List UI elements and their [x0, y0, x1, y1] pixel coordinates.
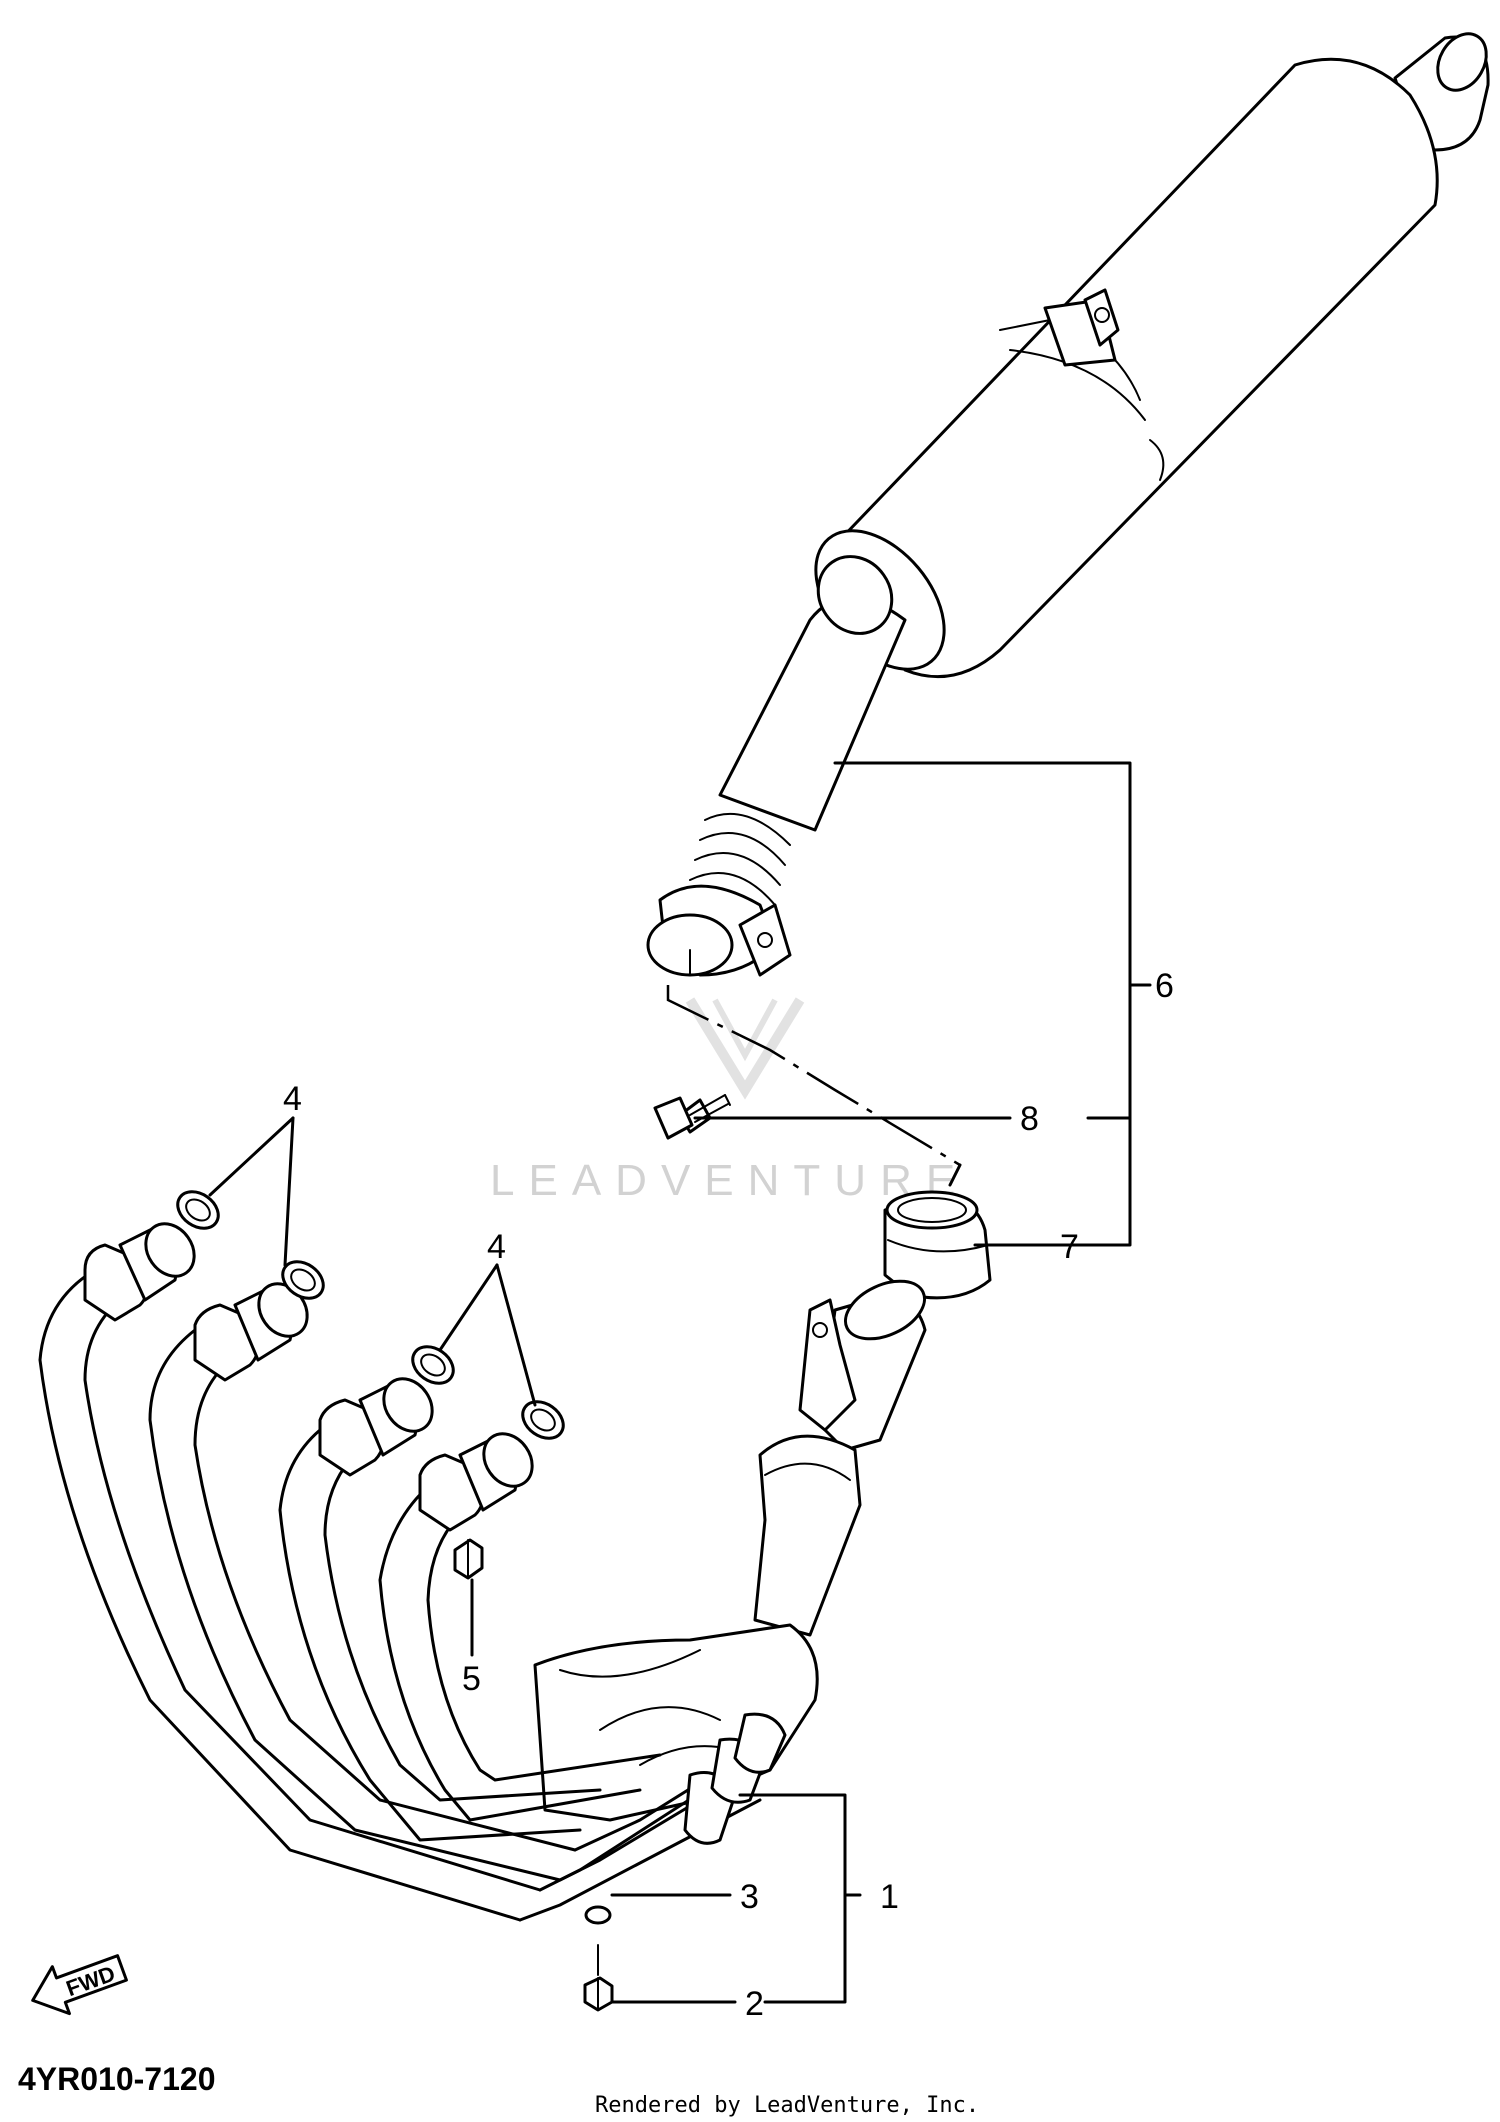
- leader-lines: [208, 761, 1152, 2004]
- fwd-arrow: FWD: [31, 1954, 128, 2016]
- rendered-by: Rendered by LeadVenture, Inc.: [595, 2093, 979, 2118]
- bolt[interactable]: [653, 1094, 731, 1140]
- washer[interactable]: [584, 1905, 612, 1925]
- watermark-text: LEADVENTURE: [490, 1156, 969, 1205]
- fwd-label: FWD: [63, 1961, 119, 2002]
- callout-7: 7: [1060, 1228, 1079, 1266]
- callouts: 1 2 3 4 4 5 6 8 7: [283, 967, 1174, 2023]
- exhaust-pipe-assembly[interactable]: [38, 1214, 934, 1922]
- muffler-assembly[interactable]: [646, 25, 1496, 1187]
- callout-3: 3: [740, 1878, 759, 1916]
- exhaust-gaskets[interactable]: [171, 1184, 570, 1445]
- callout-5: 5: [462, 1660, 481, 1698]
- callout-8: 8: [1020, 1100, 1039, 1138]
- watermark: LEADVENTURE: [490, 997, 969, 1205]
- callout-1: 1: [880, 1878, 899, 1916]
- callout-6: 6: [1155, 967, 1174, 1005]
- callout-2: 2: [745, 1985, 764, 2023]
- collector-nut[interactable]: [583, 1976, 614, 2012]
- diagram-code: 4YR010-7120: [18, 2061, 215, 2097]
- gasket[interactable]: [883, 1190, 992, 1300]
- callout-4-right: 4: [487, 1228, 506, 1266]
- callout-4-left: 4: [283, 1080, 302, 1118]
- flange-nut[interactable]: [453, 1538, 484, 1580]
